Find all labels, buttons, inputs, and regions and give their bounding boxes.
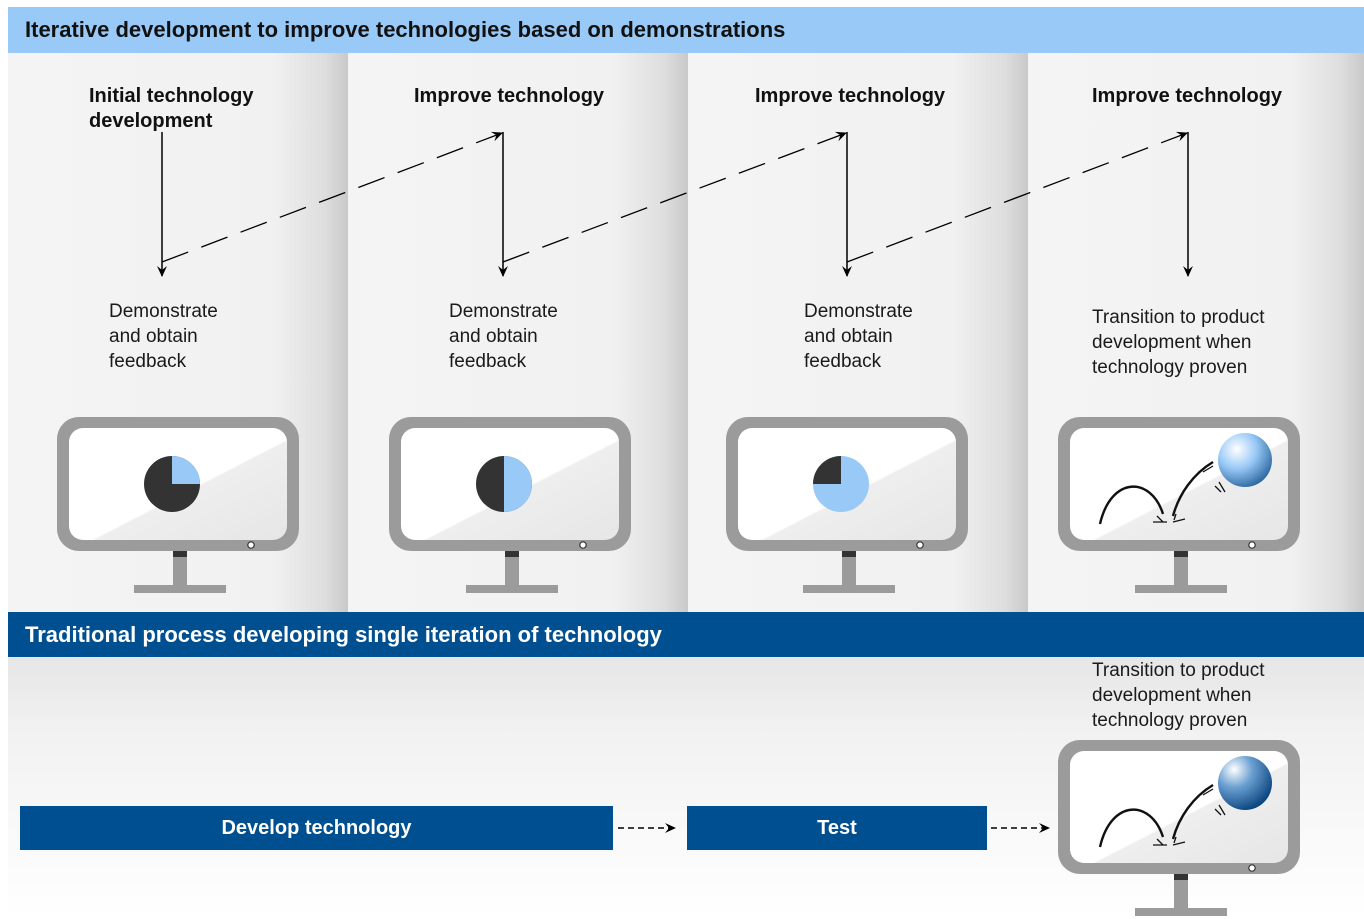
feedback-arrow-2 xyxy=(502,131,847,263)
monitor-traditional xyxy=(1058,740,1300,916)
traditional-banner-title: Traditional process developing single it… xyxy=(25,622,662,647)
step-2-caption: Demonstrate and obtain feedback xyxy=(449,301,558,372)
step-4-heading: Improve technology xyxy=(1092,85,1283,107)
pie-chart-quarter-icon xyxy=(144,456,200,512)
traditional-caption: Transition to product development when t… xyxy=(1092,660,1265,731)
pie-chart-three-quarter-icon xyxy=(813,456,869,512)
step-2-heading: Improve technology xyxy=(414,85,605,107)
bouncing-ball-icon xyxy=(1098,756,1272,848)
monitor-3 xyxy=(726,417,968,593)
develop-technology-bar: Develop technology xyxy=(20,806,613,850)
iterative-banner-title: Iterative development to improve technol… xyxy=(25,17,786,42)
monitor-2 xyxy=(389,417,631,593)
feedback-arrow-3 xyxy=(846,131,1188,263)
step-1-heading: Initial technology development xyxy=(89,85,254,132)
feedback-arrow-1 xyxy=(161,131,503,263)
step-4-caption: Transition to product development when t… xyxy=(1092,307,1265,378)
step-1-caption: Demonstrate and obtain feedback xyxy=(109,301,218,372)
iterative-banner: Iterative development to improve technol… xyxy=(8,7,1364,53)
pie-chart-half-icon xyxy=(476,456,532,512)
step-3-heading: Improve technology xyxy=(755,85,946,107)
iteration-arrows xyxy=(157,131,1193,277)
test-bar: Test xyxy=(687,806,987,850)
traditional-banner: Traditional process developing single it… xyxy=(8,612,1364,657)
monitor-4 xyxy=(1058,417,1300,593)
monitor-1 xyxy=(57,417,299,593)
bouncing-ball-icon xyxy=(1098,433,1272,525)
step-3-caption: Demonstrate and obtain feedback xyxy=(804,301,913,372)
